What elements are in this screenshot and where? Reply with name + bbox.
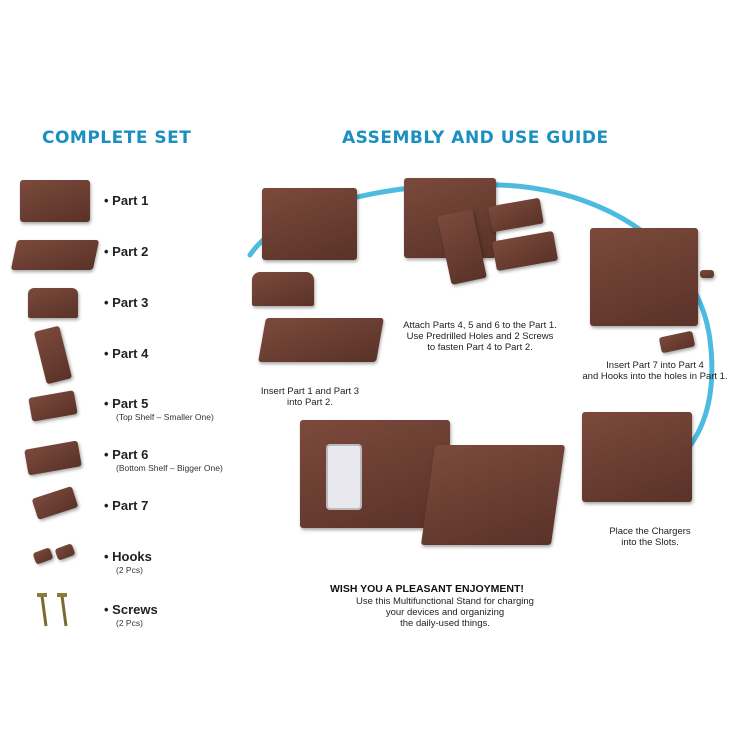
step-4-assembly [582, 412, 692, 502]
part-7-label: • Part 7 [104, 498, 149, 513]
screws-sub: (2 Pcs) [116, 618, 143, 628]
step-3-assembly [590, 228, 698, 326]
step-3-caption: Insert Part 7 into Part 4 and Hooks into… [582, 360, 728, 382]
part-3-image [28, 288, 78, 318]
hooks-sub: (2 Pcs) [116, 565, 143, 575]
step-3-hook [700, 270, 714, 278]
phone-image [326, 444, 362, 510]
part-6-sub: (Bottom Shelf – Bigger One) [116, 463, 223, 473]
closing-title: WISH YOU A PLEASANT ENJOYMENT! [330, 583, 524, 595]
part-1-label: • Part 1 [104, 193, 149, 208]
finished-stand-side [420, 445, 566, 545]
part-5-label: • Part 5 [104, 396, 149, 411]
step-1-base-tray [258, 318, 384, 362]
part-6-label: • Part 6 [104, 447, 149, 462]
part-2-label: • Part 2 [104, 244, 149, 259]
step-2-caption: Attach Parts 4, 5 and 6 to the Part 1. U… [403, 320, 557, 353]
complete-set-heading: COMPLETE SET [42, 128, 192, 148]
step-1-back-panel [262, 188, 357, 260]
screws-label: • Screws [104, 602, 158, 617]
closing-body: Use this Multifunctional Stand for charg… [356, 596, 534, 629]
part-3-label: • Part 3 [104, 295, 149, 310]
part-4-label: • Part 4 [104, 346, 149, 361]
part-1-image [20, 180, 90, 222]
part-5-sub: (Top Shelf – Smaller One) [116, 412, 214, 422]
hooks-label: • Hooks [104, 549, 152, 564]
assembly-guide-heading: ASSEMBLY AND USE GUIDE [342, 128, 609, 148]
step-1-caption: Insert Part 1 and Part 3 into Part 2. [260, 386, 360, 408]
step-1-front-part [252, 272, 314, 306]
step-4-caption: Place the Chargers into the Slots. [609, 526, 691, 548]
